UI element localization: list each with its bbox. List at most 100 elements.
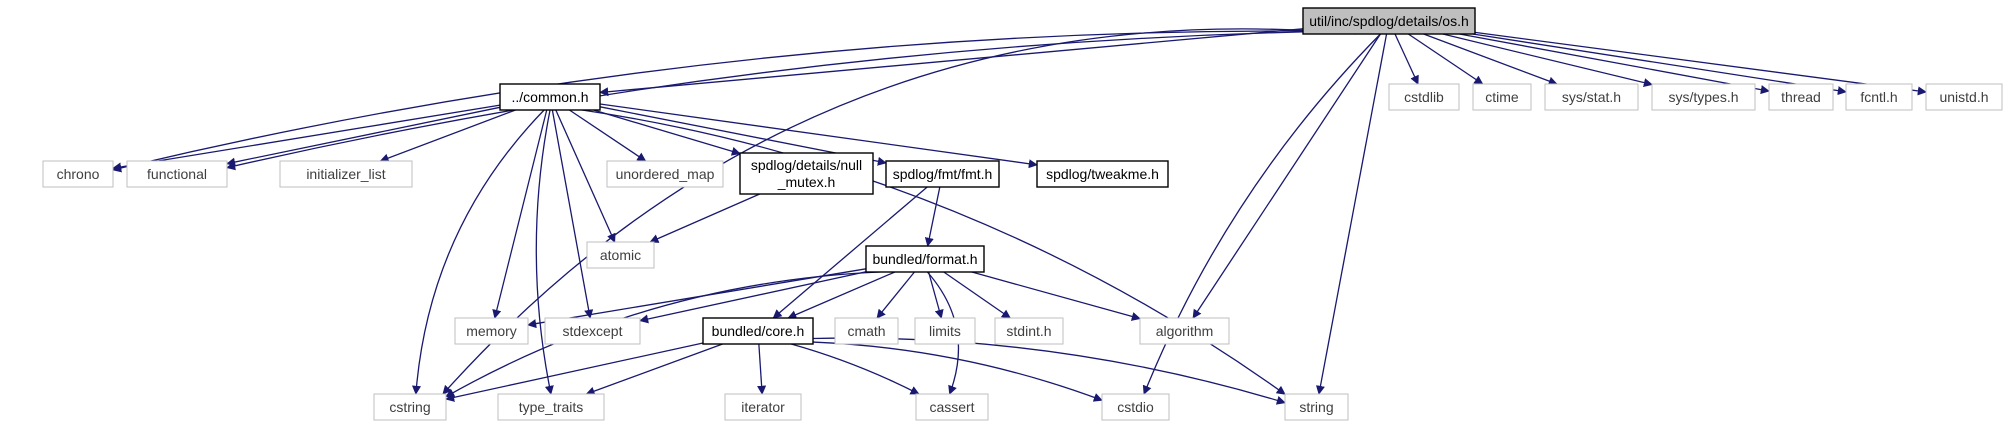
node-format[interactable]: bundled/format.h <box>865 245 985 273</box>
node-cmath: cmath <box>834 317 899 345</box>
node-null_mutex[interactable]: spdlog/details/null_mutex.h <box>739 152 874 195</box>
node-fmt-box <box>885 160 1000 188</box>
nodes-layer: util/inc/spdlog/details/os.h ../common.h c… <box>42 7 2003 421</box>
node-string-label: string <box>1299 399 1333 415</box>
node-tweakme-label: spdlog/tweakme.h <box>1046 166 1159 182</box>
node-common-label: ../common.h <box>511 89 588 105</box>
edge-common-to-tweakme <box>599 103 1038 169</box>
edge-null_mutex-to-atomic <box>649 193 760 243</box>
node-unordered_map-box <box>606 160 724 188</box>
node-sys_stat-label: sys/stat.h <box>1562 89 1621 105</box>
node-stdexcept: stdexcept <box>544 317 641 345</box>
node-stdint: stdint.h <box>994 317 1064 345</box>
edge-format-to-stdexcept <box>639 271 867 324</box>
node-sys_stat-box <box>1544 83 1639 111</box>
node-cmath-box <box>834 317 899 345</box>
node-algorithm-box <box>1139 317 1230 345</box>
edges-layer <box>112 28 1927 405</box>
edge-common-to-unordered_map <box>569 109 647 162</box>
edge-common-to-stdexcept <box>551 109 594 319</box>
edge-fmt-to-format <box>924 186 941 247</box>
node-iterator: iterator <box>724 393 802 421</box>
node-atomic-box <box>586 241 655 269</box>
node-sys_types-label: sys/types.h <box>1668 89 1738 105</box>
edge-os-to-thread <box>1459 33 1770 95</box>
edge-format-to-cmath <box>876 271 915 319</box>
node-type_traits-box <box>497 393 605 421</box>
edge-format-to-cstring <box>445 271 880 398</box>
node-fmt[interactable]: spdlog/fmt/fmt.h <box>885 160 1000 188</box>
edge-core-to-cassert <box>791 343 920 395</box>
node-sys_types-box <box>1651 83 1756 111</box>
node-unistd-label: unistd.h <box>1939 89 1988 105</box>
node-stdexcept-label: stdexcept <box>563 323 623 339</box>
node-fmt-label: spdlog/fmt/fmt.h <box>893 166 993 182</box>
node-unistd: unistd.h <box>1925 83 2003 111</box>
edge-common-to-atomic <box>555 109 616 243</box>
node-fcntl-box <box>1845 83 1913 111</box>
node-limits: limits <box>914 317 976 345</box>
edge-common-to-chrono <box>112 104 501 172</box>
node-core-box <box>702 317 814 345</box>
node-stdexcept-box <box>544 317 641 345</box>
node-common[interactable]: ../common.h <box>499 83 601 111</box>
edge-common-to-type_traits <box>535 109 554 395</box>
edge-os-to-ctime <box>1407 33 1484 85</box>
edge-format-to-stdint <box>943 271 1011 319</box>
edge-format-to-core <box>787 271 896 319</box>
edge-format-to-limits <box>927 271 944 319</box>
node-os[interactable]: util/inc/spdlog/details/os.h <box>1302 7 1476 35</box>
node-tweakme-box <box>1036 160 1169 188</box>
node-cstring-box <box>373 393 447 421</box>
node-null_mutex-label: _mutex.h <box>777 174 836 190</box>
edge-os-to-fcntl <box>1472 33 1847 96</box>
node-cstdio-label: cstdio <box>1117 399 1154 415</box>
node-stdint-label: stdint.h <box>1006 323 1051 339</box>
node-cassert-box <box>915 393 989 421</box>
edge-core-to-type_traits <box>585 343 723 396</box>
node-sys_stat: sys/stat.h <box>1544 83 1639 111</box>
node-core[interactable]: bundled/core.h <box>702 317 814 345</box>
node-stdint-box <box>994 317 1064 345</box>
node-unistd-box <box>1925 83 2003 111</box>
edge-core-to-iterator <box>757 343 767 395</box>
node-atomic-label: atomic <box>600 247 641 263</box>
edge-os-to-algorithm <box>1192 33 1381 319</box>
node-memory-label: memory <box>466 323 517 339</box>
edge-fmt-to-core <box>772 186 928 319</box>
node-cstdlib-label: cstdlib <box>1404 89 1444 105</box>
node-thread-box <box>1768 83 1834 111</box>
node-cstdlib: cstdlib <box>1388 83 1460 111</box>
node-algorithm: algorithm <box>1139 317 1230 345</box>
node-cstring-label: cstring <box>389 399 430 415</box>
node-format-box <box>865 245 985 273</box>
node-memory-box <box>454 317 529 345</box>
node-string-box <box>1284 393 1349 421</box>
edge-os-to-chrono <box>112 30 1304 173</box>
node-tweakme[interactable]: spdlog/tweakme.h <box>1036 160 1169 188</box>
node-type_traits: type_traits <box>497 393 605 421</box>
edge-os-to-sys_stat <box>1423 33 1558 86</box>
edge-os-to-common <box>599 28 1304 97</box>
node-ctime-label: ctime <box>1485 89 1519 105</box>
node-cstring: cstring <box>373 393 447 421</box>
node-initializer: initializer_list <box>279 160 413 188</box>
node-ctime: ctime <box>1472 83 1532 111</box>
edge-core-to-cstdio <box>812 341 1103 402</box>
node-chrono: chrono <box>42 160 114 188</box>
node-atomic: atomic <box>586 241 655 269</box>
node-core-label: bundled/core.h <box>712 323 805 339</box>
node-limits-box <box>914 317 976 345</box>
node-initializer-box <box>279 160 413 188</box>
node-algorithm-label: algorithm <box>1156 323 1214 339</box>
node-string: string <box>1284 393 1349 421</box>
node-os-box <box>1302 7 1476 35</box>
node-sys_types: sys/types.h <box>1651 83 1756 111</box>
edge-common-to-memory <box>492 109 548 319</box>
edge-common-to-initializer <box>379 109 516 163</box>
node-cassert: cassert <box>915 393 989 421</box>
edge-os-to-functional <box>226 31 1304 171</box>
edge-os-to-sys_types <box>1442 33 1653 88</box>
edge-os-to-cstdlib <box>1394 33 1419 85</box>
